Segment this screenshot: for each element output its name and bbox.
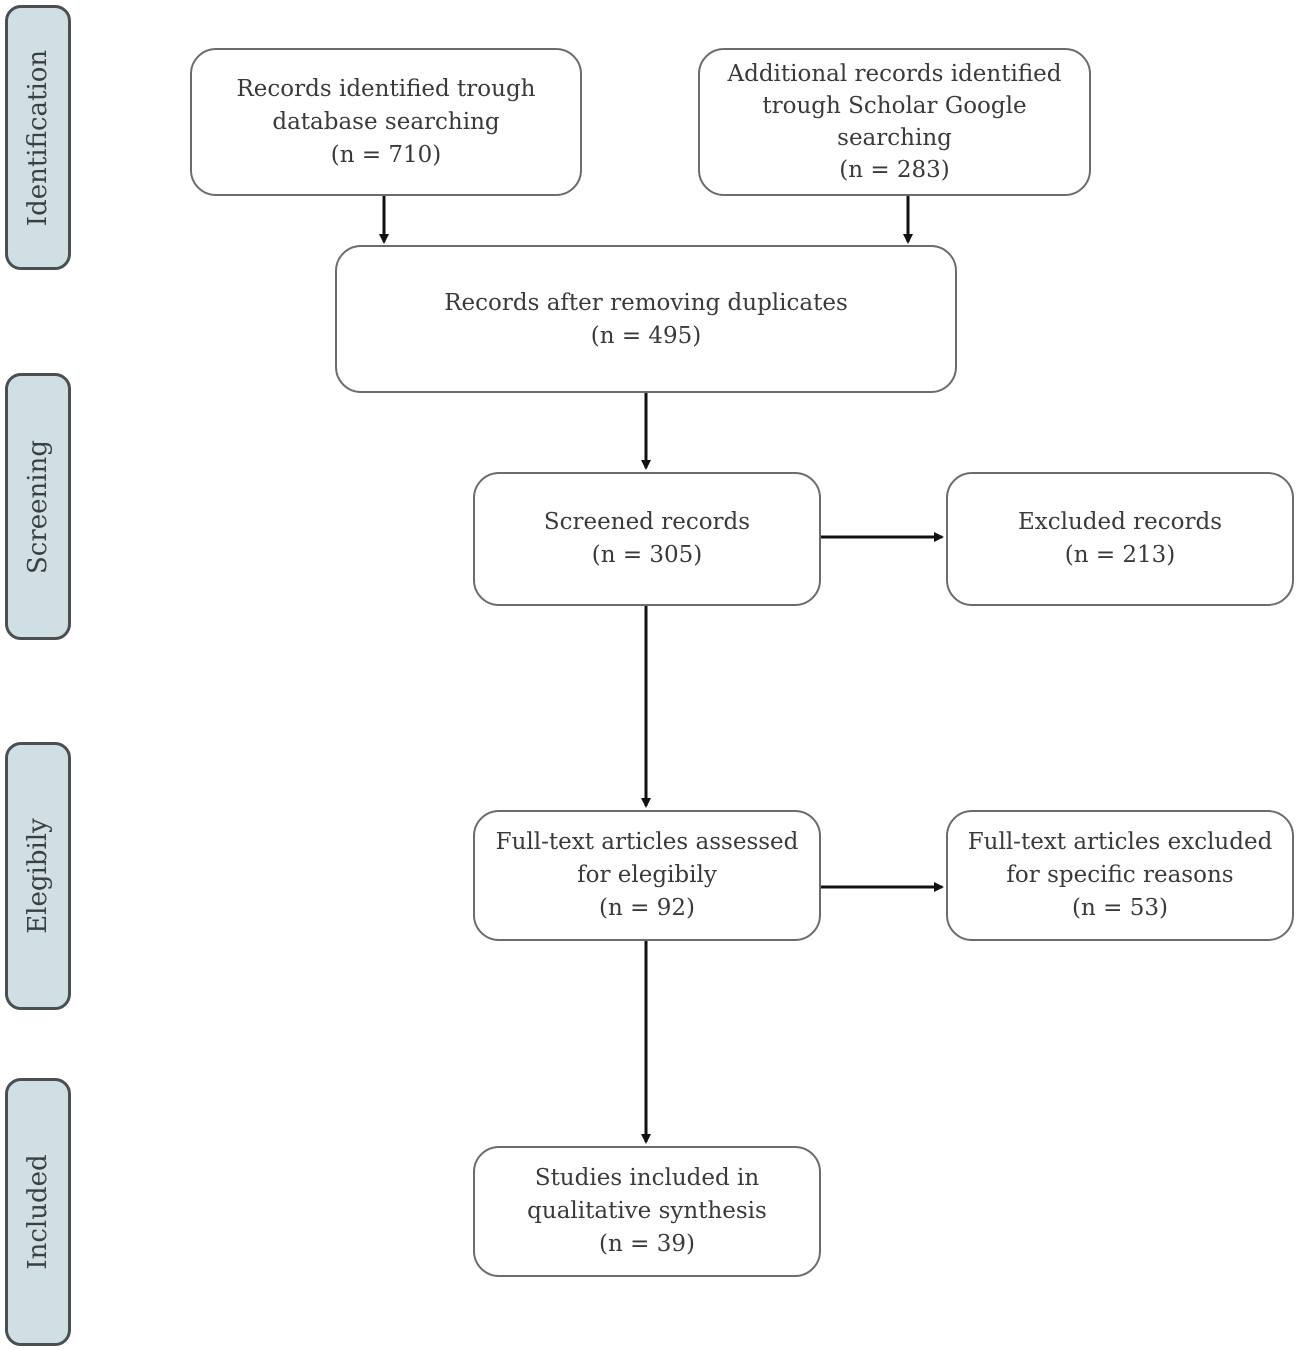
box-fulltext-excluded-line-1: Full-text articles excluded: [967, 829, 1273, 855]
box-database-line-1: Records identified trough: [236, 75, 536, 102]
box-fulltext-excluded-count: (n = 53): [1072, 895, 1168, 921]
box-scholar-line-2: trough Scholar Google: [762, 93, 1027, 119]
box-fulltext-line-2: for elegibily: [577, 862, 717, 888]
box-fulltext-line-1: Full-text articles assessed: [495, 829, 799, 855]
box-fulltext-assessed: Full-text articles assessed for elegibil…: [473, 810, 821, 941]
box-studies-included: Studies included in qualitative synthesi…: [473, 1146, 821, 1277]
box-database-records: Records identified trough database searc…: [190, 48, 582, 196]
box-scholar-line-3: searching: [837, 125, 952, 151]
box-deduplicated-count: (n = 495): [590, 323, 702, 349]
box-scholar-records: Additional records identified trough Sch…: [698, 48, 1091, 196]
box-fulltext-excluded-line-2: for specific reasons: [1006, 862, 1234, 888]
stage-screening: Screening: [5, 373, 71, 640]
box-screened-count: (n = 305): [591, 542, 703, 568]
box-scholar-line-1: Additional records identified: [727, 61, 1062, 87]
stage-eligibility: Elegibily: [5, 742, 71, 1010]
stage-included: Included: [5, 1078, 71, 1346]
box-database-line-2: database searching: [272, 108, 500, 135]
box-database-count: (n = 710): [330, 141, 442, 168]
box-deduplicated-line-1: Records after removing duplicates: [444, 290, 848, 316]
box-excluded-count: (n = 213): [1064, 542, 1176, 568]
box-fulltext-excluded: Full-text articles excluded for specific…: [946, 810, 1294, 941]
box-included-line-1: Studies included in: [534, 1165, 760, 1191]
box-included-count: (n = 39): [599, 1231, 695, 1257]
box-fulltext-count: (n = 92): [599, 895, 695, 921]
box-excluded-records: Excluded records (n = 213): [946, 472, 1294, 606]
box-screened-line-1: Screened records: [543, 509, 751, 535]
box-scholar-count: (n = 283): [839, 157, 950, 183]
box-deduplicated-records: Records after removing duplicates (n = 4…: [335, 245, 957, 393]
stage-identification: Identification: [5, 5, 71, 270]
box-screened-records: Screened records (n = 305): [473, 472, 821, 606]
box-included-line-2: qualitative synthesis: [527, 1198, 767, 1224]
box-excluded-line-1: Excluded records: [1017, 509, 1223, 535]
